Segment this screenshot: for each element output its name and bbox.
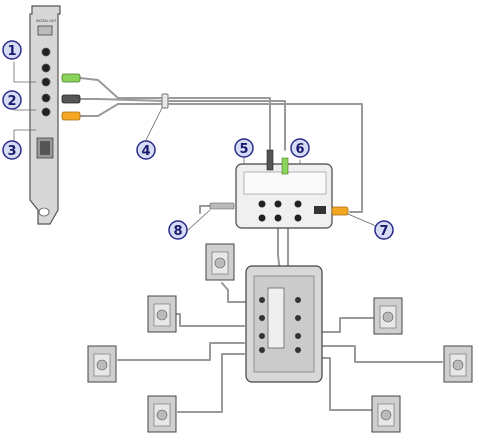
cable-green (79, 77, 166, 99)
callouts: 1 2 3 4 5 6 7 8 (2, 40, 394, 240)
speaker-left-upper (147, 295, 177, 333)
pod-port-3[interactable] (294, 200, 302, 208)
speaker-right-upper (373, 297, 403, 335)
svg-text:8: 8 (173, 224, 182, 239)
callout-4: 4 (136, 140, 156, 160)
jack-1[interactable] (41, 47, 51, 57)
control-pod (209, 149, 349, 229)
svg-text:3: 3 (7, 144, 16, 159)
jack-2[interactable] (41, 63, 51, 73)
speaker-right-lower (371, 395, 401, 433)
pod-digital-port[interactable] (314, 206, 326, 214)
speaker-left-mid (87, 345, 117, 383)
wiring (79, 77, 443, 413)
cable-bundle-run (167, 97, 271, 151)
pod-plug-black[interactable] (266, 149, 274, 171)
pod-port-5[interactable] (274, 214, 282, 222)
callout-1: 1 (2, 40, 22, 60)
jack-4[interactable] (41, 93, 51, 103)
wire-speaker-left-mid (117, 342, 245, 361)
hub-port-4[interactable] (259, 347, 265, 353)
speaker-right-mid (443, 345, 473, 383)
wire-speaker-left-lower (177, 353, 245, 413)
digital-out-port (37, 25, 53, 36)
pod-orange-plug[interactable] (331, 206, 349, 216)
hub-port-6[interactable] (295, 315, 301, 321)
callout-8: 8 (168, 220, 188, 240)
callout-5: 5 (234, 138, 254, 158)
jack-5[interactable] (41, 107, 51, 117)
pod-port-4[interactable] (258, 214, 266, 222)
hub-port-8[interactable] (295, 347, 301, 353)
svg-text:6: 6 (295, 142, 304, 157)
jack-3[interactable] (41, 77, 51, 87)
hub-port-5[interactable] (295, 297, 301, 303)
svg-text:2: 2 (7, 94, 16, 109)
wire-speaker-right-upper (321, 317, 377, 333)
cable-orange (79, 103, 166, 117)
bracket-label: DIGITAL OUT (36, 19, 56, 23)
svg-text:4: 4 (141, 144, 150, 159)
callout-3: 3 (2, 140, 22, 160)
hub-port-2[interactable] (259, 315, 265, 321)
cable-black (79, 98, 166, 102)
callout-7: 7 (374, 220, 394, 240)
callout-6: 6 (290, 138, 310, 158)
wire-speaker-left-upper (169, 313, 245, 327)
svg-text:7: 7 (379, 224, 388, 239)
speaker-left-lower (147, 395, 177, 433)
wire-speaker-right-lower (321, 357, 373, 411)
svg-text:5: 5 (239, 142, 248, 157)
sound-card: DIGITAL OUT (13, 5, 81, 225)
plug-green[interactable] (61, 73, 81, 83)
plugs (61, 73, 81, 121)
pod-port-1[interactable] (258, 200, 266, 208)
wire-speaker-top (221, 282, 257, 303)
pod-port-2[interactable] (274, 200, 282, 208)
plug-black[interactable] (61, 94, 81, 104)
callout-2: 2 (2, 90, 22, 110)
subwoofer-hub (245, 265, 323, 383)
pod-plug-green[interactable] (281, 157, 289, 175)
pod-port-6[interactable] (294, 214, 302, 222)
hub-port-1[interactable] (259, 297, 265, 303)
pod-aux-plug[interactable] (209, 202, 235, 210)
svg-text:1: 1 (7, 44, 16, 59)
plug-orange[interactable] (61, 111, 81, 121)
wire-speaker-right-mid (321, 345, 443, 363)
speaker-top (205, 243, 235, 281)
sound-card-jacks (41, 47, 51, 117)
speakers (87, 243, 473, 433)
hub-port-3[interactable] (259, 333, 265, 339)
hub-port-7[interactable] (295, 333, 301, 339)
